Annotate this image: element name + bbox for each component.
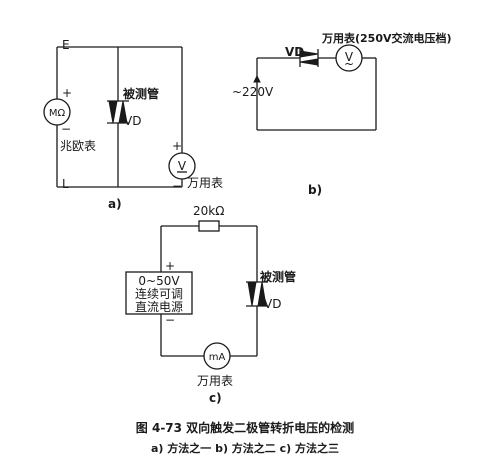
b-voltmeter-symbol: V (345, 50, 354, 64)
voltmeter-icon (168, 152, 196, 180)
terminal-e-label: E (62, 38, 70, 52)
figure-caption-subtitle: a) 方法之一 b) 方法之二 c) 方法之三 (151, 441, 339, 455)
diagram-b: VD V ~ 万用表(250V交流电压档) ~220V b) (232, 31, 452, 197)
b-multimeter-label: 万用表(250V交流电压档) (321, 31, 452, 45)
resistor-icon (198, 220, 220, 232)
diagram-c: 20kΩ 0~50V 连续可调 直流电源 + − 被测管 VD mA 万用表 c… (125, 204, 296, 405)
c-sublabel: c) (209, 391, 222, 405)
dc-supply-box (125, 271, 193, 315)
c-resistor-label: 20kΩ (193, 204, 224, 218)
a-dut-label: 被测管 (123, 86, 159, 101)
terminal-l-label: L (62, 177, 69, 191)
b-ac-arrow-up (253, 74, 261, 83)
megohm-meter-icon (43, 98, 71, 126)
c-dut-label: 被测管 (260, 269, 296, 284)
b-vd-label: VD (285, 45, 304, 59)
megohm-meter-symbol: MΩ (49, 108, 66, 119)
a-voltmeter-minus: − (172, 179, 182, 193)
figure-caption-title: 图 4-73 双向触发二极管转折电压的检测 (136, 420, 354, 435)
c-supply-line3: 直流电源 (135, 300, 183, 314)
c-diac-icon (246, 281, 268, 307)
a-megohm-plus: + (62, 86, 72, 100)
c-supply-range: 0~50V (138, 274, 180, 288)
diac-icon (107, 100, 129, 124)
c-supply-line2: 连续可调 (135, 286, 183, 301)
c-vd-label: VD (264, 297, 281, 311)
a-multimeter-label: 万用表 (187, 176, 223, 190)
megohm-meter-label: 兆欧表 (60, 139, 96, 153)
c-multimeter-label: 万用表 (197, 374, 233, 388)
milliammeter-icon (203, 342, 231, 370)
diagram-a: MΩ + − 兆欧表 E L 被测管 VD V + − 万用表 a) (43, 38, 223, 211)
a-sublabel: a) (108, 197, 122, 211)
a-vd-label: VD (124, 114, 141, 128)
c-supply-plus: + (165, 259, 175, 273)
b-voltmeter-icon (335, 44, 363, 72)
c-supply-minus: − (165, 313, 175, 327)
b-sublabel: b) (308, 183, 322, 197)
c-ammeter-symbol: mA (209, 352, 226, 363)
b-diac-icon (299, 49, 319, 67)
b-voltmeter-ac-mark: ~ (344, 57, 354, 71)
b-ac-source-label: ~220V (232, 85, 274, 99)
a-voltmeter-symbol: V (178, 159, 187, 173)
a-voltmeter-plus: + (172, 139, 182, 153)
a-megohm-minus: − (61, 122, 71, 136)
